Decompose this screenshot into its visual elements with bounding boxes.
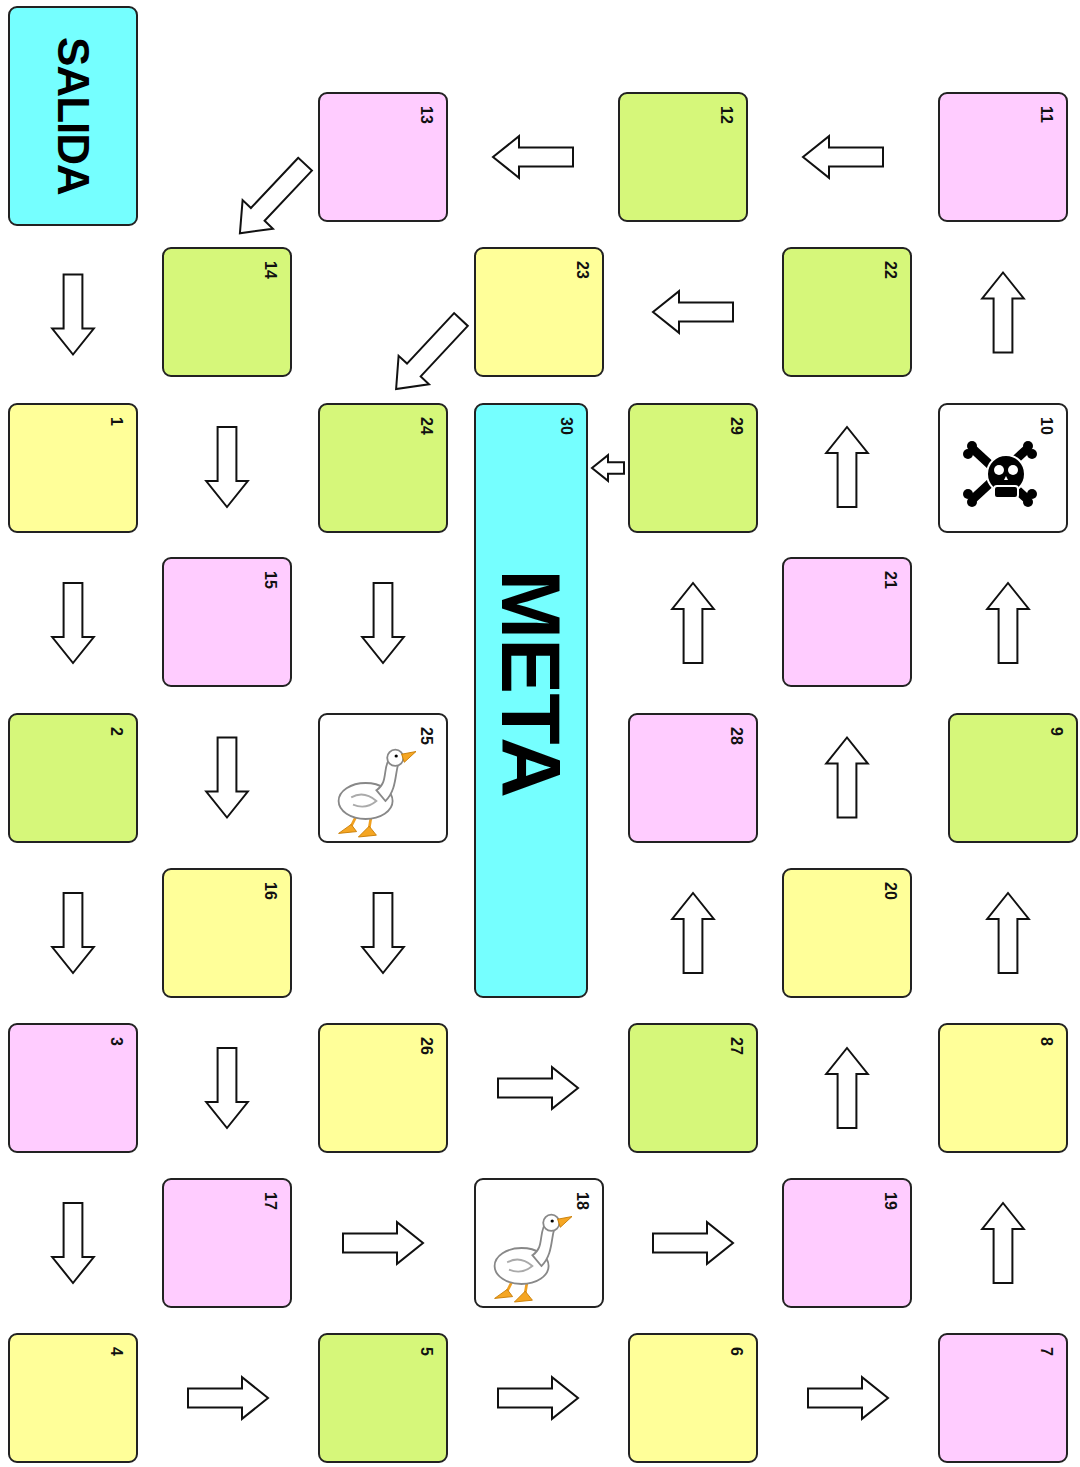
board-square: 17 <box>162 1178 292 1308</box>
board-square: 6 <box>628 1333 758 1463</box>
square-number: 14 <box>262 261 278 279</box>
board-square: 2 <box>8 713 138 843</box>
goal-band: 30META <box>474 403 588 998</box>
move-arrow <box>982 1203 1024 1283</box>
move-arrow <box>396 313 468 389</box>
board-square: 9 <box>948 713 1078 843</box>
skull-picture <box>963 441 1037 507</box>
move-arrow <box>52 893 94 973</box>
board-square: 19 <box>782 1178 912 1308</box>
square-number: 15 <box>262 571 278 589</box>
square-number: 9 <box>1048 727 1064 736</box>
board-square: 1 <box>8 403 138 533</box>
move-arrow <box>826 738 868 818</box>
start-band: SALIDA <box>8 6 138 226</box>
square-number: 29 <box>728 417 744 435</box>
board-square: 13 <box>318 92 448 222</box>
square-number: 12 <box>718 106 734 124</box>
board-square: 21 <box>782 557 912 687</box>
square-number: 8 <box>1038 1037 1054 1046</box>
move-arrow <box>240 158 312 234</box>
square-number: 13 <box>418 106 434 124</box>
board-square: 26 <box>318 1023 448 1153</box>
square-number: 3 <box>108 1037 124 1046</box>
board-square: 23 <box>474 247 604 377</box>
move-arrow <box>592 455 624 481</box>
square-number: 5 <box>418 1347 434 1356</box>
goose-picture <box>339 750 416 837</box>
move-arrow <box>808 1377 888 1419</box>
move-arrow <box>498 1067 578 1109</box>
move-arrow <box>672 583 714 663</box>
move-arrow <box>206 1048 248 1128</box>
square-number: 17 <box>262 1192 278 1210</box>
square-number: 18 <box>574 1192 590 1210</box>
square-number: 19 <box>882 1192 898 1210</box>
move-arrow <box>188 1377 268 1419</box>
board-square: 11 <box>938 92 1068 222</box>
move-arrow <box>826 1048 868 1128</box>
square-number: 2 <box>108 727 124 736</box>
move-arrow <box>653 291 733 333</box>
board-square: 16 <box>162 868 292 998</box>
move-arrow <box>343 1222 423 1264</box>
move-arrow <box>653 1222 733 1264</box>
move-arrow <box>52 1203 94 1283</box>
board-square: 20 <box>782 868 912 998</box>
move-arrow <box>52 275 94 355</box>
square-number: 28 <box>728 727 744 745</box>
square-number: 25 <box>418 727 434 745</box>
move-arrow <box>803 136 883 178</box>
move-arrow <box>826 427 868 507</box>
start-label: SALIDA <box>51 37 95 195</box>
move-arrow <box>987 583 1029 663</box>
square-number: 26 <box>418 1037 434 1055</box>
square-number: 11 <box>1038 106 1054 123</box>
move-arrow <box>362 583 404 663</box>
square-number: 24 <box>418 417 434 435</box>
square-number: 20 <box>882 882 898 900</box>
board-square: 24 <box>318 403 448 533</box>
move-arrow <box>493 136 573 178</box>
board-square: 7 <box>938 1333 1068 1463</box>
square-number: 1 <box>108 417 124 426</box>
move-arrow <box>52 583 94 663</box>
square-number: 10 <box>1038 417 1054 435</box>
move-arrow <box>982 273 1024 353</box>
board-square: 29 <box>628 403 758 533</box>
board-square: 12 <box>618 92 748 222</box>
square-number: 6 <box>728 1347 744 1356</box>
board-square: 22 <box>782 247 912 377</box>
square-number: 30 <box>558 417 574 435</box>
board-square: 14 <box>162 247 292 377</box>
board-square: 18 <box>474 1178 604 1308</box>
move-arrow <box>987 893 1029 973</box>
board-square: 4 <box>8 1333 138 1463</box>
square-number: 7 <box>1038 1347 1054 1356</box>
move-arrow <box>672 893 714 973</box>
square-number: 23 <box>574 261 590 279</box>
square-number: 22 <box>882 261 898 279</box>
goose-picture <box>495 1215 572 1302</box>
board-square: 3 <box>8 1023 138 1153</box>
square-number: 16 <box>262 882 278 900</box>
square-number: 4 <box>108 1347 124 1356</box>
square-number: 27 <box>728 1037 744 1055</box>
board-square: 5 <box>318 1333 448 1463</box>
move-arrow <box>498 1377 578 1419</box>
board-square: 15 <box>162 557 292 687</box>
goal-label: META <box>489 569 573 797</box>
square-number: 21 <box>882 571 898 589</box>
move-arrow <box>206 427 248 507</box>
board-square: 8 <box>938 1023 1068 1153</box>
board-square: 28 <box>628 713 758 843</box>
board-square: 27 <box>628 1023 758 1153</box>
board-square: 25 <box>318 713 448 843</box>
board-square: 10 <box>938 403 1068 533</box>
move-arrow <box>362 893 404 973</box>
move-arrow <box>206 738 248 818</box>
